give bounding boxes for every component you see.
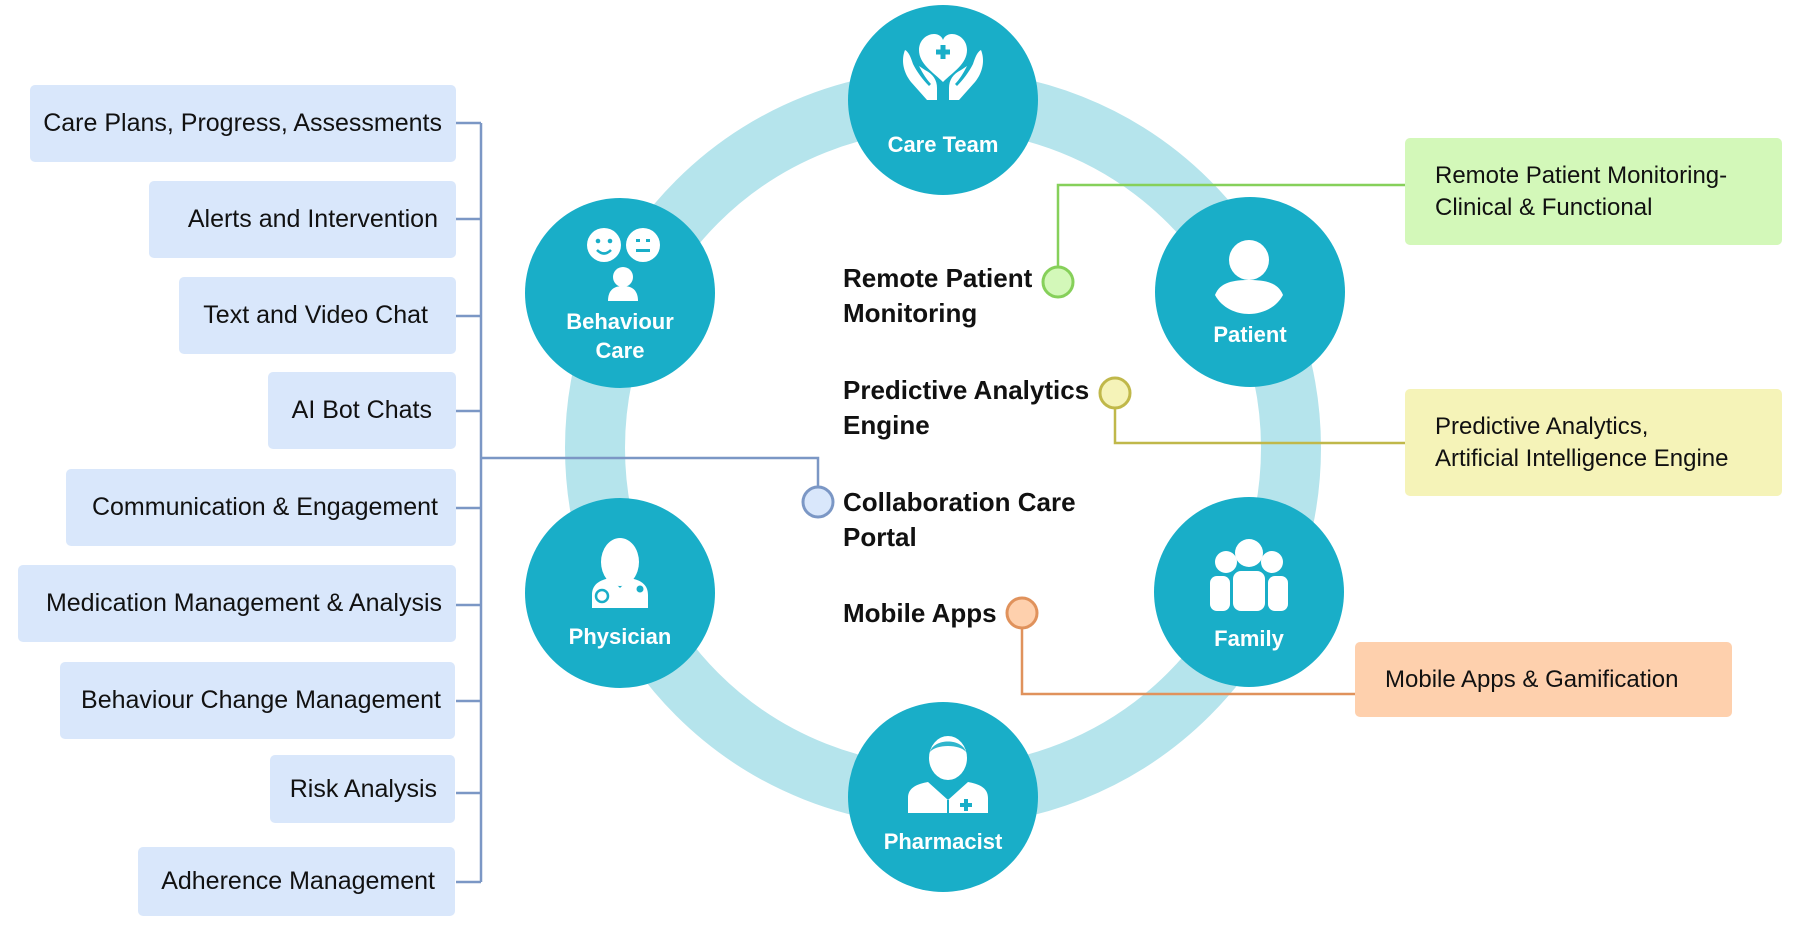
pharmacist-label: Pharmacist xyxy=(883,829,1003,854)
emotions-person-icon xyxy=(587,228,660,301)
center-mobile-line1: Mobile Apps xyxy=(843,598,997,628)
pharmacist-icon xyxy=(908,736,988,813)
feature-bracket xyxy=(456,121,820,884)
center-rpm-label[interactable]: Remote Patient Monitoring xyxy=(843,261,1032,331)
collab-dot[interactable] xyxy=(801,485,835,519)
behaviour-care-label-line2: Care xyxy=(595,338,645,363)
mobile-connector-line xyxy=(1020,628,1356,696)
callout-rpm[interactable]: Remote Patient Monitoring- Clinical & Fu… xyxy=(1405,138,1782,245)
family-label: Family xyxy=(1214,626,1284,651)
feature-medication[interactable]: Medication Management & Analysis xyxy=(18,565,456,642)
center-pa-label[interactable]: Predictive Analytics Engine xyxy=(843,373,1089,443)
mobile-dot[interactable] xyxy=(1005,596,1039,630)
collab-connector-line xyxy=(481,456,820,487)
pa-dot[interactable] xyxy=(1098,376,1132,410)
center-collab-label[interactable]: Collaboration Care Portal xyxy=(843,485,1076,555)
callout-pa[interactable]: Predictive Analytics, Artificial Intelli… xyxy=(1405,389,1782,496)
callout-pa-line1: Predictive Analytics, xyxy=(1435,412,1649,440)
feature-adherence[interactable]: Adherence Management xyxy=(138,847,455,916)
ecosystem-ring xyxy=(565,70,1321,826)
center-pa-line2: Engine xyxy=(843,410,930,440)
rpm-dot[interactable] xyxy=(1041,265,1075,299)
callout-mobile[interactable]: Mobile Apps & Gamification xyxy=(1355,642,1732,717)
center-rpm-line1: Remote Patient xyxy=(843,263,1033,293)
feature-ai-bot-chats[interactable]: AI Bot Chats xyxy=(268,372,456,449)
feature-alerts[interactable]: Alerts and Intervention xyxy=(149,181,456,258)
doctor-stethoscope-icon xyxy=(592,538,648,608)
physician-label: Physician xyxy=(568,624,672,649)
callout-mobile-line1: Mobile Apps & Gamification xyxy=(1385,665,1679,693)
care-team-label: Care Team xyxy=(887,132,999,157)
feature-behaviour-change[interactable]: Behaviour Change Management xyxy=(60,662,455,739)
center-collab-line1: Collaboration Care xyxy=(843,487,1076,517)
feature-risk-analysis[interactable]: Risk Analysis xyxy=(270,755,455,823)
user-icon xyxy=(1215,240,1283,314)
rpm-connector-line xyxy=(1056,183,1406,267)
behaviour-care-label-line1: Behaviour xyxy=(566,309,674,334)
callout-rpm-line1: Remote Patient Monitoring- xyxy=(1435,161,1728,189)
callout-pa-line2: Artificial Intelligence Engine xyxy=(1435,444,1729,472)
feature-communication[interactable]: Communication & Engagement xyxy=(66,469,456,546)
center-collab-line2: Portal xyxy=(843,522,917,552)
center-rpm-line2: Monitoring xyxy=(843,298,978,328)
pa-connector-line xyxy=(1113,408,1406,445)
feature-text-video-chat[interactable]: Text and Video Chat xyxy=(179,277,456,354)
patient-label: Patient xyxy=(1213,322,1287,347)
family-group-icon xyxy=(1210,539,1288,611)
center-mobile-label[interactable]: Mobile Apps xyxy=(843,596,997,631)
callout-rpm-line2: Clinical & Functional xyxy=(1435,193,1653,221)
center-pa-line1: Predictive Analytics xyxy=(843,375,1090,405)
hands-heart-icon xyxy=(903,34,983,100)
feature-care-plans[interactable]: Care Plans, Progress, Assessments xyxy=(30,85,456,162)
node-care-team[interactable] xyxy=(848,5,1038,195)
